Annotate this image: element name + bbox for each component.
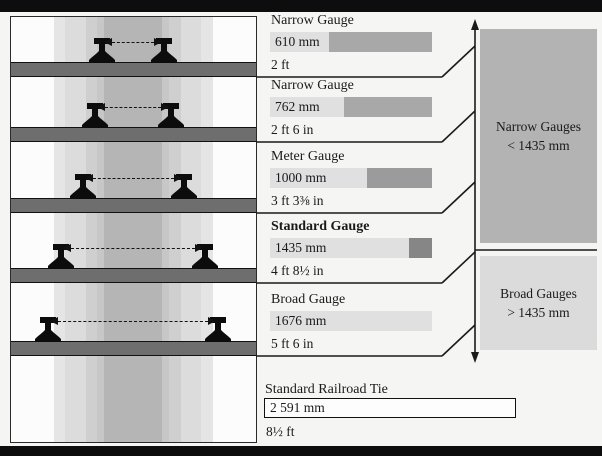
bottom-letterbox-bar bbox=[0, 446, 602, 456]
railroad-tie bbox=[11, 127, 256, 142]
gauge-name: Narrow Gauge bbox=[271, 78, 354, 93]
gauge-name: Broad Gauge bbox=[271, 292, 346, 307]
right-rail-icon bbox=[192, 244, 219, 269]
diagonal-connector-line bbox=[441, 324, 476, 357]
gauge-width-arrow-icon bbox=[84, 173, 182, 182]
left-rail-icon bbox=[81, 103, 108, 128]
diagonal-connector-line bbox=[441, 110, 476, 143]
top-letterbox-bar bbox=[0, 0, 602, 12]
gauge-bar: 610 mm bbox=[270, 32, 432, 52]
gauge-bar: 1676 mm bbox=[270, 311, 432, 331]
tie-title: Standard Railroad Tie bbox=[265, 382, 388, 397]
gauge-bar-metric-value: 1676 mm bbox=[270, 311, 432, 331]
gauge-name: Narrow Gauge bbox=[271, 13, 354, 28]
gauge-imperial-value: 3 ft 3⅜ in bbox=[271, 193, 324, 208]
gauge-bar-remainder bbox=[344, 97, 432, 117]
railroad-tie bbox=[11, 268, 256, 283]
diagonal-connector-line bbox=[441, 181, 476, 214]
left-rail-icon bbox=[69, 174, 96, 199]
track-cross-section-panel bbox=[10, 16, 257, 443]
gauge-name: Meter Gauge bbox=[271, 149, 345, 164]
gauge-bar-metric-value: 610 mm bbox=[270, 32, 329, 52]
up-arrowhead-icon bbox=[471, 19, 479, 30]
diagonal-connector-line bbox=[441, 251, 476, 284]
diagonal-connector-line bbox=[441, 45, 476, 78]
gauge-bar-remainder bbox=[329, 32, 432, 52]
gauge-bar-remainder bbox=[409, 238, 432, 258]
broad-gauges-title: Broad Gauges bbox=[500, 286, 577, 301]
narrow-gauges-title: Narrow Gauges bbox=[495, 119, 582, 134]
tie-imperial-value: 8½ ft bbox=[266, 424, 295, 439]
gauge-imperial-value: 4 ft 8½ in bbox=[271, 263, 324, 278]
gauge-name: Standard Gauge bbox=[271, 219, 370, 234]
narrow-gauges-box: Narrow Gauges < 1435 mm bbox=[480, 29, 597, 243]
gauge-bar: 1435 mm bbox=[270, 238, 432, 258]
gauge-bar: 762 mm bbox=[270, 97, 432, 117]
gauge-bar-metric-value: 1000 mm bbox=[270, 168, 367, 188]
railroad-tie bbox=[11, 62, 256, 77]
right-rail-icon bbox=[158, 103, 185, 128]
gauge-imperial-value: 5 ft 6 in bbox=[271, 336, 314, 351]
right-rail-icon bbox=[204, 317, 231, 342]
tie-mm-value: 2 591 mm bbox=[270, 400, 325, 415]
gauge-width-arrow-icon bbox=[104, 37, 162, 46]
gauge-imperial-value: 2 ft 6 in bbox=[271, 122, 314, 137]
broad-gauges-box: Broad Gauges > 1435 mm bbox=[480, 256, 597, 350]
gauge-bar-remainder bbox=[367, 168, 432, 188]
gauge-bar-metric-value: 1435 mm bbox=[270, 238, 409, 258]
left-rail-icon bbox=[47, 244, 74, 269]
right-rail-icon bbox=[150, 38, 177, 63]
gauge-width-arrow-icon bbox=[62, 243, 204, 252]
down-arrowhead-icon bbox=[471, 352, 479, 363]
tie-length-bar: 2 591 mm bbox=[264, 398, 516, 418]
gauge-width-band bbox=[104, 17, 162, 442]
narrow-gauges-range: < 1435 mm bbox=[507, 138, 570, 153]
gauge-width-arrow-icon bbox=[50, 316, 216, 325]
gauge-imperial-value: 2 ft bbox=[271, 57, 290, 72]
right-rail-icon bbox=[170, 174, 197, 199]
broad-gauges-range: > 1435 mm bbox=[507, 305, 570, 320]
left-rail-icon bbox=[35, 317, 62, 342]
left-rail-icon bbox=[89, 38, 116, 63]
gauge-bar: 1000 mm bbox=[270, 168, 432, 188]
railroad-tie bbox=[11, 198, 256, 213]
gauge-width-arrow-icon bbox=[96, 102, 170, 111]
gauge-bar-metric-value: 762 mm bbox=[270, 97, 344, 117]
railroad-tie bbox=[11, 341, 256, 356]
